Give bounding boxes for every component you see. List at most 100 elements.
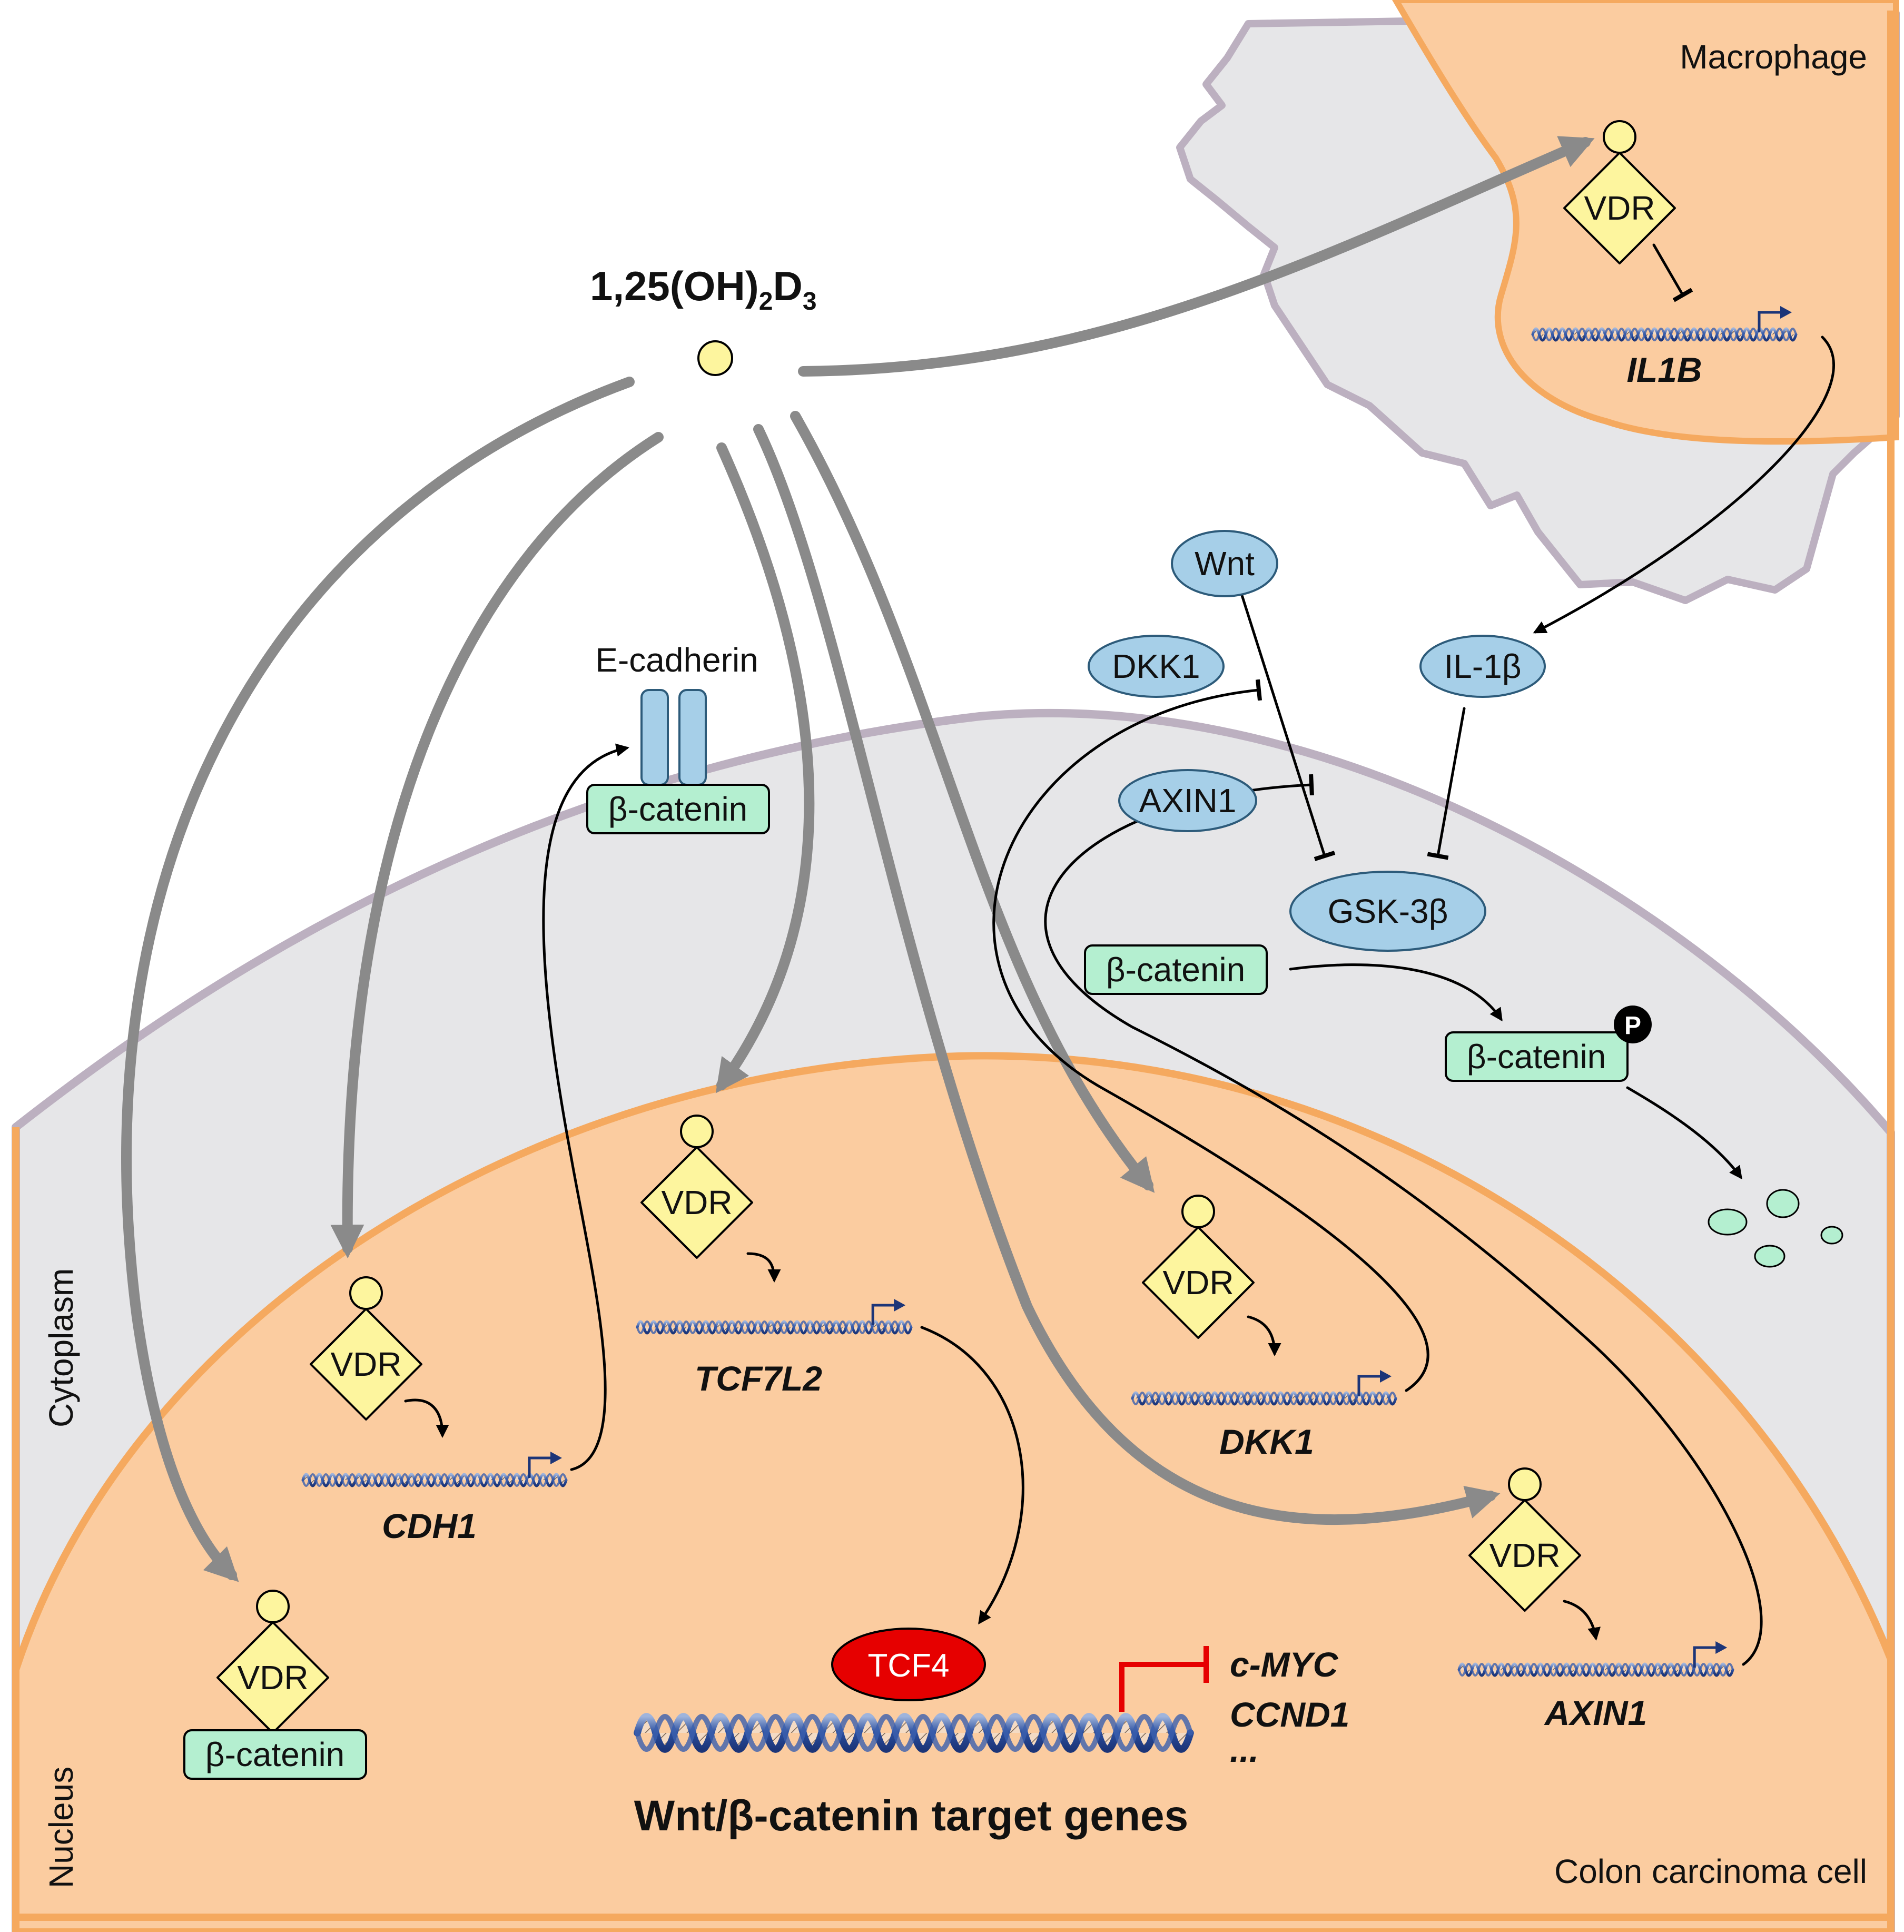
macrophage-label: Macrophage (1680, 38, 1867, 76)
cell-outer-border (12, 11, 1895, 1921)
axin1-gene-to-axin1-inhibit (1044, 774, 1763, 1666)
dna-layer (301, 306, 1798, 1753)
target-c-myc: c-MYC (1230, 1645, 1339, 1684)
dkk1-node: DKK1 (1088, 635, 1225, 698)
vdr-to-axin1-arrow (1563, 1600, 1601, 1641)
svg-text:β-catenin: β-catenin (1467, 1038, 1606, 1076)
arrow-to-cdh1 (330, 432, 664, 1259)
arrow-to-dkk1 (790, 411, 1155, 1193)
beta-catenin-cytoplasm: β-catenin (1084, 944, 1268, 995)
transcription-start-arrow (1758, 311, 1781, 332)
dna-target-genes (634, 1713, 1194, 1753)
il1beta-node: IL-1β (1419, 635, 1546, 698)
arrow-to-axin1 (753, 424, 1501, 1525)
vdr-label: VDR (1162, 1264, 1234, 1302)
vdr-label: VDR (1584, 189, 1655, 227)
cdh1-to-ecadherin-arrow (542, 743, 629, 1471)
e-cadherin-right (678, 689, 707, 786)
vdr-ligand (1508, 1467, 1542, 1501)
vdr-macrophage: VDR (1563, 120, 1676, 264)
vdr-label: VDR (330, 1345, 401, 1383)
vdr-ligand (1181, 1195, 1215, 1228)
il1beta-inhibits-gsk3b (1427, 707, 1466, 860)
tcf4-node: TCF4 (831, 1628, 986, 1701)
calcitriol-label: 1,25(OH)2D3 (590, 263, 817, 316)
svg-text:IL-1β: IL-1β (1444, 647, 1521, 685)
svg-text:TCF4: TCF4 (868, 1648, 950, 1684)
vdr-dkk1: VDR (1142, 1195, 1255, 1339)
target-gene-inhibition (1119, 1662, 1206, 1712)
vdr-label: VDR (1489, 1536, 1560, 1574)
tcf7l2-to-tcf4-arrow (920, 1326, 1024, 1625)
axin1-node: AXIN1 (1118, 769, 1257, 832)
vdr-ligand (349, 1276, 383, 1310)
gene-label-tcf7l2: TCF7L2 (695, 1359, 822, 1398)
vdr-to-cdh1-arrow (404, 1398, 449, 1438)
vdr-to-dkk1-arrow (1247, 1315, 1281, 1356)
phospho-label: P (1624, 1012, 1641, 1040)
black-arrows (404, 243, 1835, 1666)
gsk3b-node: GSK-3β (1289, 871, 1486, 952)
compound-sub2: 3 (803, 288, 817, 316)
catenin-phosphorylation-arrow (1289, 963, 1503, 1022)
dna-cdh1 (301, 1452, 568, 1487)
svg-text:GSK-3β: GSK-3β (1328, 892, 1448, 930)
transcription-start-arrow (528, 1456, 551, 1478)
vdr-diamond (1468, 1499, 1581, 1612)
vdr-diamond (640, 1146, 753, 1259)
compound-mid-text: D (773, 263, 802, 309)
transcription-start-arrow (1693, 1646, 1717, 1668)
dna-tcf7l2 (636, 1299, 913, 1335)
dna-il1b (1531, 306, 1798, 342)
degraded-catenin-fragments (1708, 1189, 1843, 1268)
vdr-diamond (310, 1308, 422, 1421)
degradation-arrow (1626, 1086, 1742, 1180)
cytoplasm-label: Cytoplasm (42, 1268, 80, 1427)
vdr-inhibits-il1b (1652, 243, 1693, 302)
svg-text:β-catenin: β-catenin (205, 1736, 345, 1773)
vdr-to-tcf7l2-arrow (746, 1252, 781, 1283)
dna-axin1 (1457, 1641, 1734, 1677)
target-genes-title: Wnt/β-catenin target genes (634, 1792, 1188, 1840)
gene-label-axin1: AXIN1 (1544, 1693, 1647, 1732)
nucleus-label: Nucleus (42, 1767, 80, 1888)
vdr-cdh1: VDR (310, 1276, 422, 1421)
wnt-inhibits-gsk3b (1236, 580, 1336, 861)
gene-label-il1b: IL1B (1626, 350, 1702, 389)
e-cadherin-left (640, 689, 669, 786)
calcitriol-ligand (697, 340, 733, 376)
svg-text:1,25(OH)2D3: 1,25(OH)2D3 (590, 263, 817, 316)
target-ellipsis: ... (1230, 1730, 1259, 1769)
macrophage-cell (1176, 0, 1900, 604)
svg-text:AXIN1: AXIN1 (1139, 782, 1237, 820)
target-ccnd1: CCND1 (1230, 1695, 1349, 1734)
arrow-to-nuclear-vdr (121, 377, 635, 1582)
vdr-axin1: VDR (1468, 1467, 1581, 1612)
arrow-to-tcf7l2 (715, 442, 815, 1093)
beta-catenin-nucleus: β-catenin (183, 1729, 367, 1780)
beta-catenin-phosphorylated: β-catenin P (1445, 1006, 1652, 1082)
vdr-layer: VDR VDR VDR VDR VDR VDR (216, 120, 1676, 1734)
il1b-to-il1beta-arrow (1533, 336, 1835, 634)
nucleus-region (12, 1052, 1895, 1932)
vdr-ligand (256, 1590, 290, 1623)
arrow-to-macrophage (798, 136, 1595, 377)
dna-dkk1 (1131, 1370, 1397, 1406)
svg-text:β-catenin: β-catenin (1106, 951, 1246, 989)
svg-text:Wnt: Wnt (1195, 545, 1255, 583)
phospho-badge (1614, 1006, 1652, 1043)
transcription-start-arrow (1357, 1375, 1381, 1396)
vdr-label: VDR (661, 1184, 732, 1221)
transcription-start-arrow (871, 1304, 895, 1325)
vdr-ligand (680, 1115, 714, 1148)
dkk1-gene-to-dkk1-inhibit (992, 679, 1429, 1392)
gene-label-dkk1: DKK1 (1219, 1422, 1314, 1461)
colon-carcinoma-cell (12, 11, 1895, 1932)
compound-sub1: 2 (759, 288, 773, 316)
compound-main-text: 1,25(OH) (590, 263, 759, 309)
vdr-nuclear: VDR (216, 1590, 329, 1734)
svg-text:β-catenin: β-catenin (608, 790, 748, 828)
gray-arrows (121, 136, 1595, 1582)
vdr-ligand (1603, 120, 1636, 154)
